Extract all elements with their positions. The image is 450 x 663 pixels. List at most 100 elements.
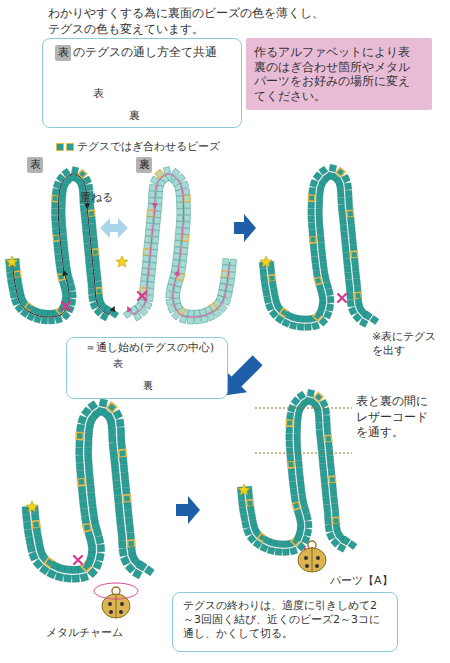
bead — [177, 209, 183, 215]
note-box: 作るアルファベットにより表裏のはぎ合わせ箇所やメタルパーツをお好みの場所に変えて… — [246, 38, 432, 110]
bead — [239, 500, 246, 507]
bead — [346, 203, 353, 210]
bead — [325, 435, 332, 442]
bead — [10, 291, 17, 298]
bead — [174, 240, 181, 247]
bead — [97, 544, 105, 552]
bead — [111, 458, 119, 466]
bead — [287, 454, 294, 461]
bead — [317, 235, 324, 242]
bead — [52, 188, 59, 195]
bead — [175, 227, 182, 234]
bead — [149, 269, 156, 276]
bead — [141, 275, 148, 282]
bead — [316, 215, 323, 222]
bead — [145, 230, 152, 237]
bead — [80, 508, 88, 516]
bead — [183, 188, 190, 195]
bead — [83, 237, 90, 244]
bead — [315, 416, 322, 423]
bead — [325, 518, 332, 525]
bead-letters — [5, 164, 378, 582]
bead — [241, 514, 249, 522]
bead — [321, 269, 328, 276]
bead — [27, 544, 36, 553]
bead — [344, 266, 351, 273]
bead — [94, 268, 101, 275]
bead — [77, 478, 85, 486]
bead — [114, 488, 122, 496]
bead — [292, 502, 300, 510]
bead — [263, 289, 271, 297]
bead — [319, 249, 326, 256]
node-text: 表 — [55, 46, 71, 60]
bead — [219, 283, 226, 290]
bead — [124, 510, 132, 518]
bead — [14, 271, 21, 278]
bead — [326, 288, 334, 296]
bead — [221, 271, 228, 278]
bead — [149, 191, 155, 197]
bead — [91, 242, 98, 249]
bead — [88, 500, 96, 508]
bead — [59, 221, 66, 228]
bead — [112, 473, 120, 481]
start-star — [116, 256, 128, 267]
bead — [230, 259, 237, 266]
bead — [146, 295, 153, 302]
bead — [363, 311, 372, 320]
bead — [181, 181, 189, 189]
bead — [93, 560, 102, 569]
bead — [63, 259, 70, 266]
bead — [173, 253, 180, 260]
bead — [342, 245, 349, 252]
bead — [88, 282, 95, 289]
bead — [122, 480, 130, 488]
bead — [326, 449, 333, 456]
bead — [324, 428, 331, 435]
bead — [146, 223, 153, 230]
bead — [83, 230, 90, 237]
bead — [48, 318, 54, 324]
bead — [99, 399, 108, 408]
bead — [59, 196, 65, 202]
bead — [349, 238, 356, 245]
bead — [316, 429, 323, 436]
bead — [54, 241, 61, 248]
bead — [153, 230, 160, 237]
bead — [244, 528, 252, 536]
bead — [125, 517, 133, 525]
bead — [331, 538, 340, 547]
bead — [294, 440, 301, 447]
bead — [89, 295, 96, 302]
bead — [282, 319, 291, 328]
bead — [52, 215, 58, 221]
bead — [328, 469, 335, 476]
bead — [41, 317, 48, 324]
bead — [308, 195, 315, 202]
bead — [56, 267, 63, 274]
bead — [187, 318, 193, 324]
bead — [347, 293, 354, 300]
bead — [177, 202, 183, 208]
bead — [142, 262, 149, 269]
annotation-label: 重ねる — [80, 191, 130, 205]
bead — [317, 229, 324, 236]
bead — [267, 547, 275, 555]
bead — [338, 204, 345, 211]
bead-letter — [22, 399, 154, 583]
bead — [155, 204, 162, 211]
bead — [71, 167, 78, 174]
bead — [347, 210, 354, 217]
legend-entry: テグスではぎ合わせるビーズ — [56, 139, 220, 154]
bead — [318, 242, 325, 249]
bead — [155, 211, 162, 218]
cord-guide — [255, 453, 352, 454]
bead — [81, 217, 88, 224]
bead — [153, 224, 160, 231]
start-mark — [74, 556, 82, 564]
bead — [151, 250, 158, 257]
bead — [261, 275, 268, 282]
bead — [297, 391, 306, 400]
bead — [353, 313, 362, 322]
